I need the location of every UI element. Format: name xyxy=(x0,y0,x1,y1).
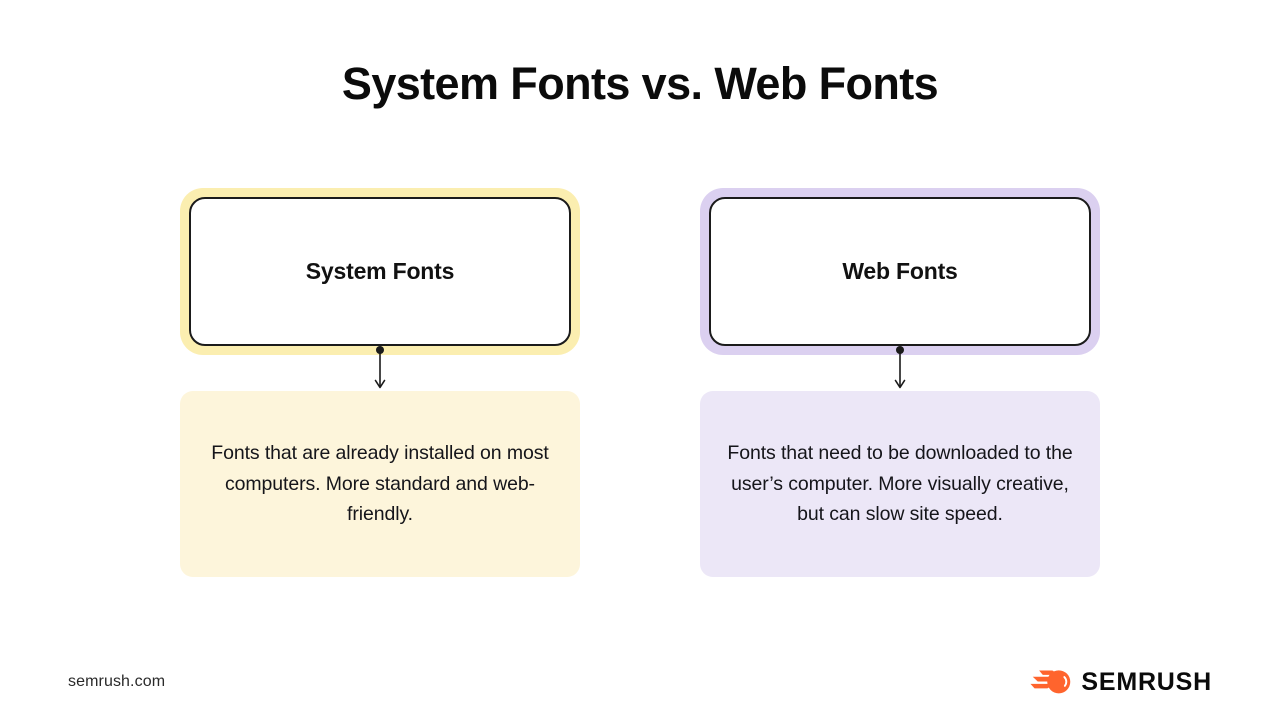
semrush-logo: SEMRUSH xyxy=(1030,668,1212,696)
description-box-web-fonts: Fonts that need to be downloaded to the … xyxy=(700,391,1100,577)
description-box-system-fonts: Fonts that are already installed on most… xyxy=(180,391,580,577)
description-text-web-fonts: Fonts that need to be downloaded to the … xyxy=(727,441,1073,526)
card-label-web-fonts: Web Fonts xyxy=(842,258,958,284)
column-system-fonts: System Fonts Fonts that are already inst… xyxy=(180,188,580,577)
description-text-system-fonts: Fonts that are already installed on most… xyxy=(211,441,549,526)
card-web-fonts: Web Fonts xyxy=(700,188,1100,355)
column-web-fonts: Web Fonts Fonts that need to be download… xyxy=(700,188,1100,577)
page-title: System Fonts vs. Web Fonts xyxy=(341,58,939,109)
card-inner-system-fonts: System Fonts xyxy=(189,197,571,346)
card-system-fonts: System Fonts xyxy=(180,188,580,355)
card-label-system-fonts: System Fonts xyxy=(305,258,455,284)
semrush-wordmark: SEMRUSH xyxy=(1081,667,1212,696)
footer-url: semrush.com xyxy=(68,673,166,690)
semrush-comet-icon xyxy=(1030,670,1071,694)
card-inner-web-fonts: Web Fonts xyxy=(709,197,1091,346)
